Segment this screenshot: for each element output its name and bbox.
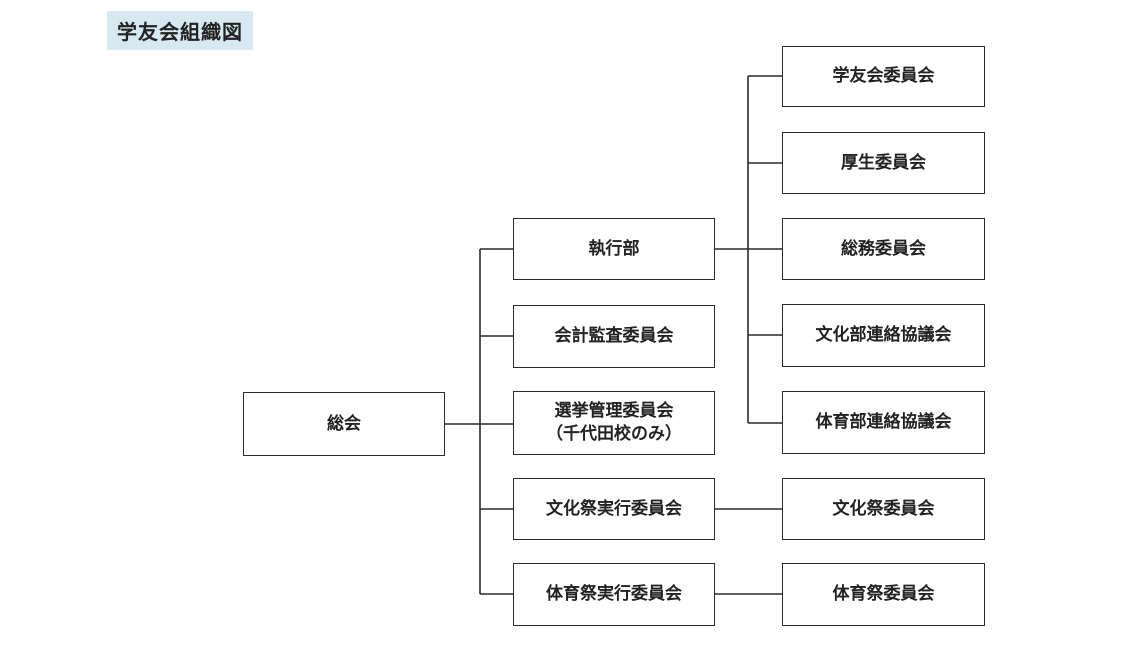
node-label: 文化祭実行委員会 — [546, 498, 682, 519]
node-executive: 執行部 — [513, 218, 715, 280]
node-general-affairs-committee: 総務委員会 — [782, 218, 985, 280]
node-label: 選挙管理委員会 — [554, 401, 674, 422]
node-sublabel: （千代田校のみ） — [546, 424, 682, 444]
node-label: 総務委員会 — [841, 238, 926, 259]
node-label: 文化祭委員会 — [832, 498, 935, 519]
node-label: 厚生委員会 — [841, 152, 926, 173]
node-culture-clubs-council: 文化部連絡協議会 — [782, 304, 985, 367]
node-label: 学友会委員会 — [832, 66, 935, 87]
node-student-association-committee: 学友会委員会 — [782, 46, 985, 107]
node-label: 体育祭実行委員会 — [546, 584, 682, 605]
node-label: 執行部 — [588, 238, 640, 259]
node-sports-festival-committee: 体育祭委員会 — [782, 563, 985, 626]
page-title: 学友会組織図 — [107, 11, 253, 50]
node-label: 体育部連絡協議会 — [815, 412, 952, 433]
node-sports-clubs-council: 体育部連絡協議会 — [782, 391, 985, 454]
node-label: 総会 — [327, 413, 361, 434]
node-label: 文化部連絡協議会 — [815, 325, 952, 346]
node-label: 会計監査委員会 — [554, 326, 674, 347]
node-welfare-committee: 厚生委員会 — [782, 132, 985, 194]
node-election-committee: 選挙管理委員会 （千代田校のみ） — [513, 391, 715, 455]
node-culture-festival-exec: 文化祭実行委員会 — [513, 478, 715, 540]
node-audit-committee: 会計監査委員会 — [513, 305, 715, 368]
node-general-assembly: 総会 — [243, 392, 445, 456]
node-sports-festival-exec: 体育祭実行委員会 — [513, 563, 715, 626]
node-culture-festival-committee: 文化祭委員会 — [782, 478, 985, 540]
node-label: 体育祭委員会 — [832, 584, 935, 605]
